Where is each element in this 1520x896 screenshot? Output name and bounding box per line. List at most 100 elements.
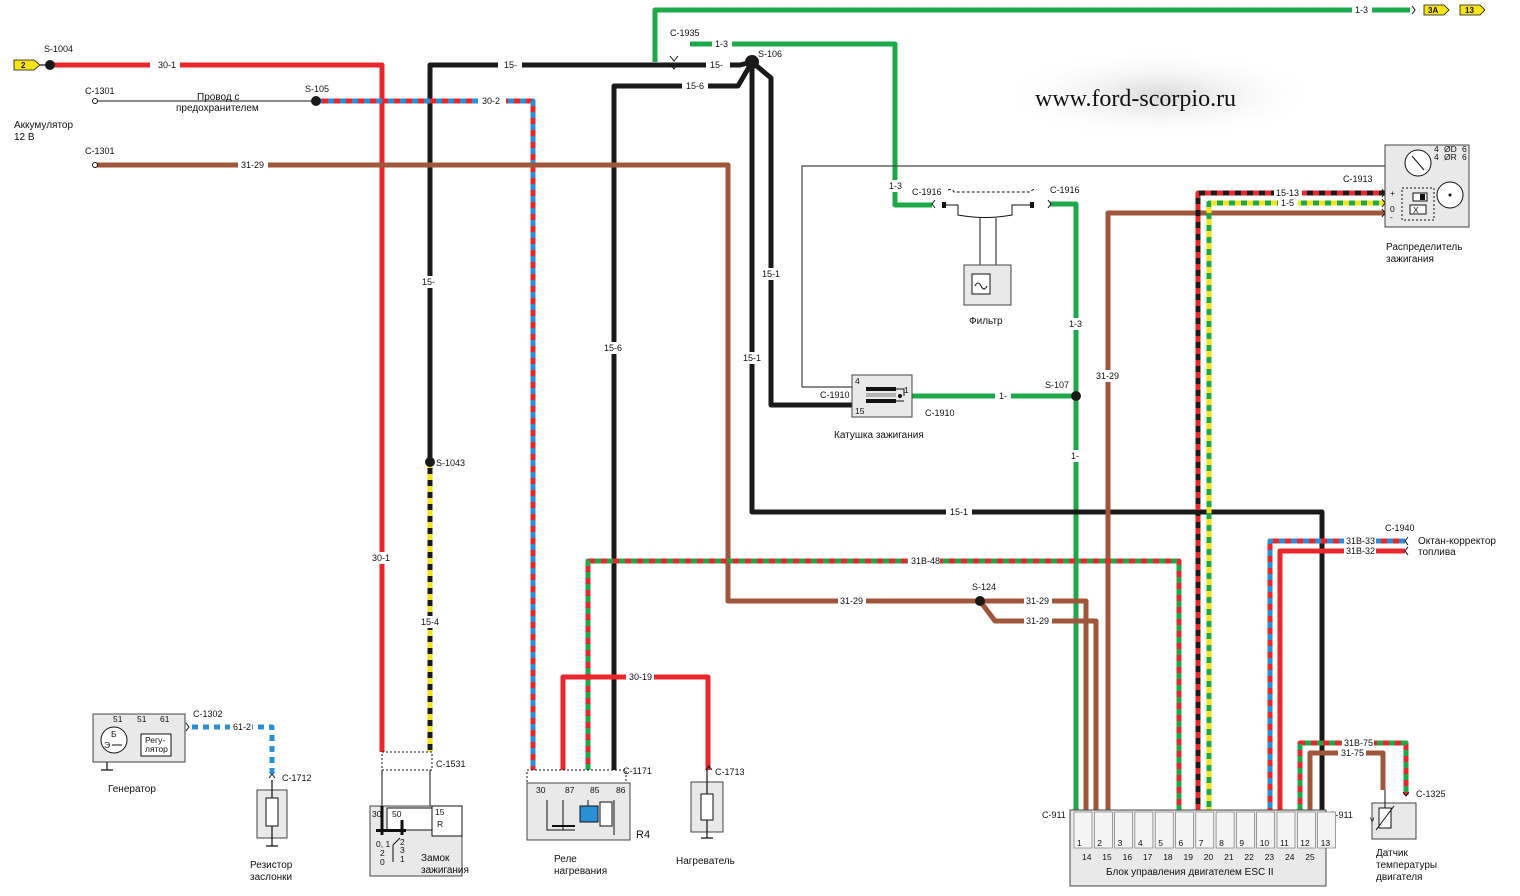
resistor-label: Резистор xyxy=(250,860,293,871)
dist-pin: 6 xyxy=(1462,144,1467,154)
wire-label: 1-3 xyxy=(1355,5,1368,15)
splice-s1043 xyxy=(425,457,435,467)
ecu-pin-top: 5 xyxy=(1158,838,1163,848)
label-c1940: C-1940 xyxy=(1385,523,1415,533)
ecu-label: Блок управления двигателем ESC II xyxy=(1106,867,1274,878)
wire-green-1-3 xyxy=(690,41,932,208)
wire-label: 31B-48 xyxy=(911,556,940,566)
wire-brown-31-29 xyxy=(95,162,1099,810)
wire-label: 15-13 xyxy=(1276,188,1299,198)
label-s105: S-105 xyxy=(305,84,329,94)
label-c1301b: C-1301 xyxy=(85,146,115,156)
ecu-pin-bottom: 19 xyxy=(1184,852,1194,862)
label-c1916b: C-1916 xyxy=(1050,185,1080,195)
gen-pin: 61 xyxy=(160,714,170,724)
switch-pos: 0 xyxy=(380,857,385,867)
temp-label: Датчик xyxy=(1376,848,1408,859)
octane-label: Октан-корректор xyxy=(1418,536,1496,547)
relay-pin: 30 xyxy=(536,785,546,795)
dist-side: 0 xyxy=(1390,204,1395,214)
label-c1913: C-1913 xyxy=(1343,174,1373,184)
wire-label: 1-5 xyxy=(1281,198,1294,208)
ecu-pin-top: 6 xyxy=(1179,838,1184,848)
fused-wire-label: предохранителем xyxy=(176,103,259,114)
ecu-pin-cell xyxy=(1114,811,1133,849)
wire-label: 15-6 xyxy=(686,81,704,91)
resistor-label: заслонки xyxy=(250,872,292,883)
wire-label: 30-1 xyxy=(372,553,390,563)
ecu-pin-top: 10 xyxy=(1260,838,1270,848)
ecu-pin-cell xyxy=(1134,811,1154,849)
distributor: X 4 4 ØD ØR 6 6 + 0 - Распределитель заж… xyxy=(1384,144,1470,265)
label-c911a: C-911 xyxy=(1042,810,1066,820)
ecu-pin-bottom: 20 xyxy=(1204,852,1214,862)
dist-side: + xyxy=(1390,188,1395,198)
distributor-label: Распределитель xyxy=(1386,242,1462,253)
ecu-pin-bottom: 24 xyxy=(1285,852,1295,862)
ecu-pin-bottom: 17 xyxy=(1143,852,1153,862)
relay-pin: 86 xyxy=(616,785,626,795)
dist-pin: 4 xyxy=(1434,144,1439,154)
wire-label: 31-75 xyxy=(1341,748,1364,758)
svg-text:ν: ν xyxy=(1370,814,1374,824)
wire-label: 31-29 xyxy=(840,596,863,606)
switch-pos: 2 xyxy=(400,837,405,847)
svg-text:X: X xyxy=(1413,205,1419,215)
ecu-pin-top: 13 xyxy=(1321,838,1331,848)
wire-label: 31-29 xyxy=(241,160,264,170)
wire-gray-coil xyxy=(801,165,1385,388)
ecu-pin-bottom: 21 xyxy=(1224,852,1234,862)
splices xyxy=(45,55,1081,606)
label-c1713: C-1713 xyxy=(715,767,745,777)
wire-black-15-1b xyxy=(749,62,1325,810)
ecu-pin-cell xyxy=(1175,811,1194,849)
label-c1916a: C-1916 xyxy=(912,187,942,197)
coil-pin: 4 xyxy=(855,376,860,386)
ecu-pin-cell xyxy=(1154,811,1174,849)
switch-pin: 15 xyxy=(435,807,445,817)
ecu-pin-top: 2 xyxy=(1097,838,1102,848)
wire-label: 30-1 xyxy=(158,60,176,70)
gen-pin: 51 xyxy=(113,714,123,724)
relay-id: R4 xyxy=(636,829,650,841)
gen-pin: 51 xyxy=(137,714,147,724)
switch-label: Замок xyxy=(421,853,450,864)
wire-label: 31B-32 xyxy=(1346,546,1375,556)
wire-label: 15- xyxy=(504,60,517,70)
tag-3a: 3A xyxy=(1428,6,1438,15)
tag-13: 13 xyxy=(1465,6,1474,15)
label-s106: S-106 xyxy=(758,49,782,59)
wire-label: 30-19 xyxy=(629,672,652,682)
relay-label: Реле xyxy=(554,854,577,865)
wire-label: 15-6 xyxy=(604,343,622,353)
filter: Фильтр xyxy=(942,188,1037,327)
ignition-switch: 30 50 15 R 0, 1 2 0 2 3 1 Замок зажигани… xyxy=(369,751,469,877)
switch-pos: 2 xyxy=(380,848,385,858)
wire-green-top xyxy=(652,7,1410,62)
wire-label: 1- xyxy=(999,391,1007,401)
wire-label: 61-2 xyxy=(233,722,251,732)
coil-pin: 15 xyxy=(855,406,865,416)
wire-red-30-1 xyxy=(50,62,385,752)
ecu-pin-top: 3 xyxy=(1118,838,1123,848)
wire-label: 15-1 xyxy=(762,269,780,279)
ecu-pin-cell xyxy=(1236,811,1255,849)
wire-label: 15- xyxy=(710,60,723,70)
wire-label: 1-3 xyxy=(1069,319,1082,329)
wire-black-15 xyxy=(427,59,753,460)
dist-pin: 4 xyxy=(1434,152,1439,162)
ecu-pin-cell xyxy=(1276,811,1296,849)
label-s1043: S-1043 xyxy=(436,458,465,468)
wire-label: 15-1 xyxy=(950,507,968,517)
connector-labels: S-1004 C-1301 C-1301 S-105 C-1935 S-106 … xyxy=(44,28,1446,820)
dist-pin: 6 xyxy=(1462,152,1467,162)
relay-pin: 85 xyxy=(590,785,600,795)
label-c1910b: C-1910 xyxy=(925,408,955,418)
dist-pin: ØR xyxy=(1444,152,1457,162)
ecu-pin-top: 7 xyxy=(1199,838,1204,848)
heater-label: Нагреватель xyxy=(676,856,735,867)
